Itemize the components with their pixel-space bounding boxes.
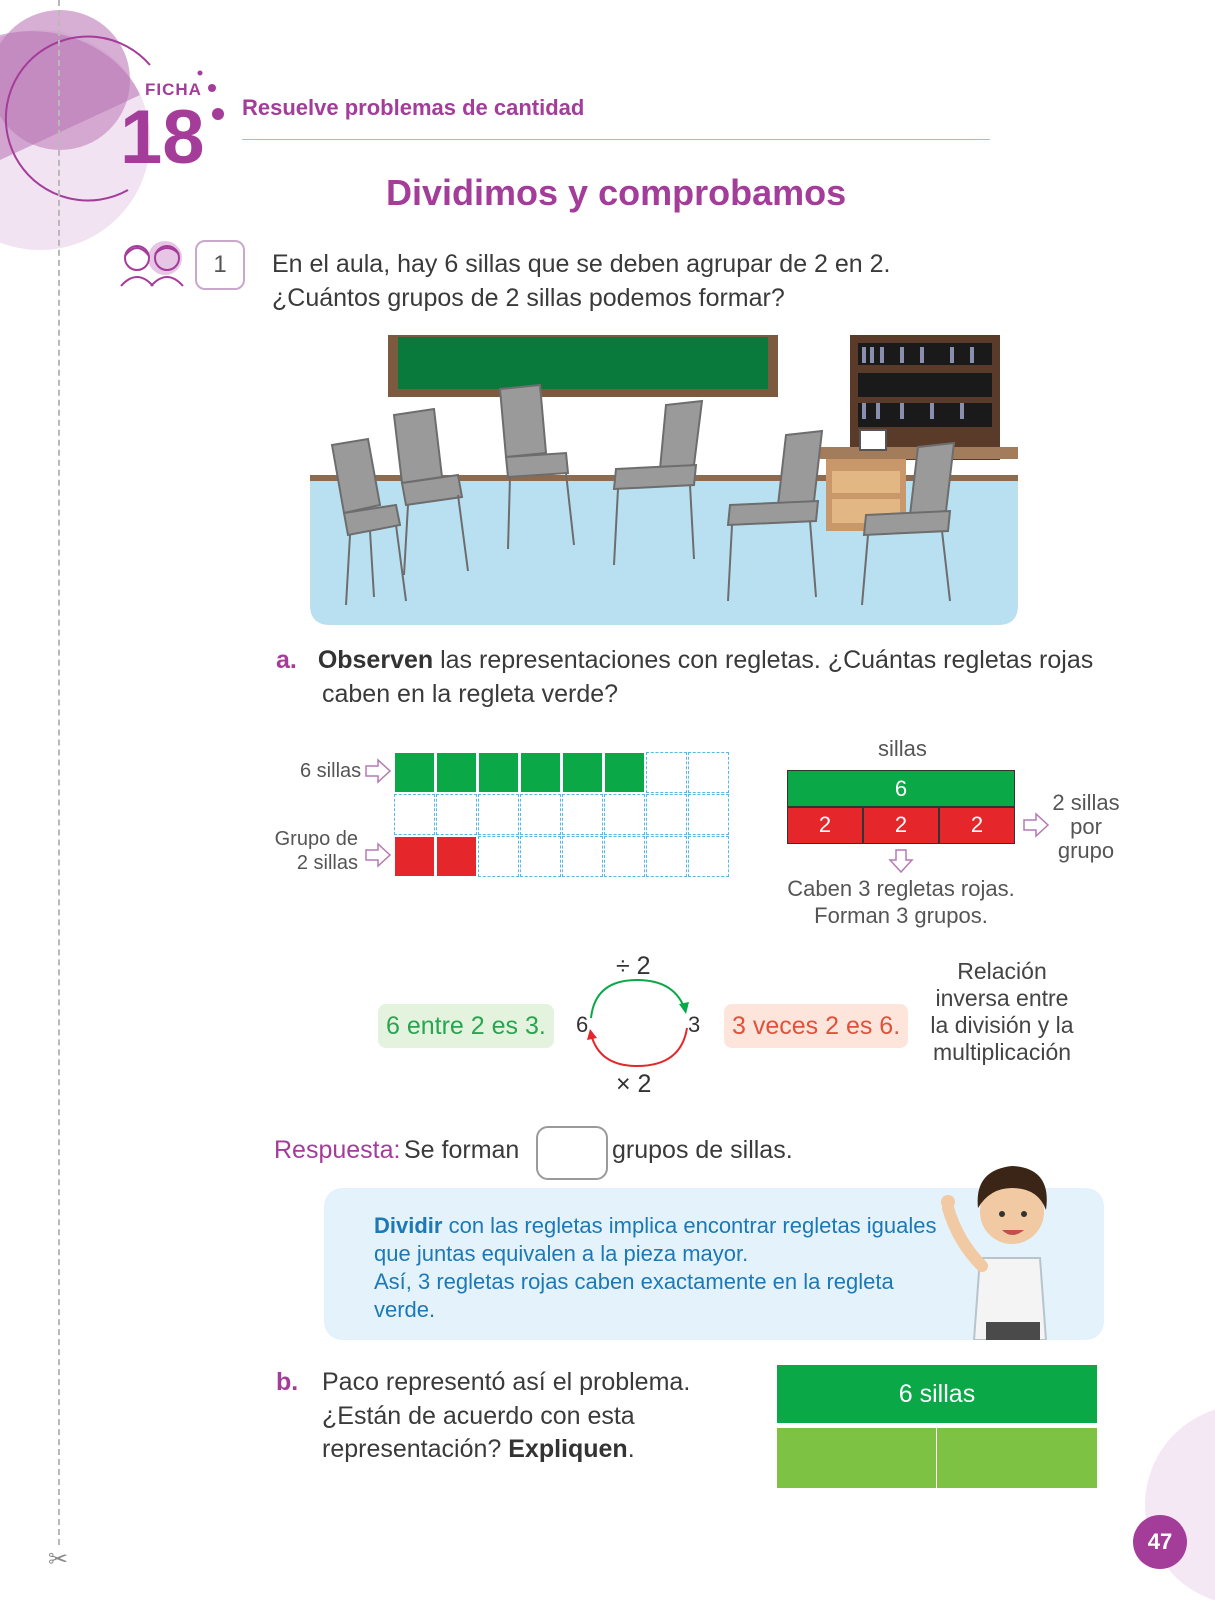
bottom-right-decoration (1145, 1409, 1215, 1600)
grid-cell-empty (646, 752, 687, 793)
arrow-right-icon (1023, 812, 1050, 838)
paco-green-bar: 6 sillas (777, 1365, 1097, 1423)
red-bar-value: 2 (818, 812, 832, 837)
grid-cell-empty (604, 794, 645, 835)
hint-text: Dividir con las regletas implica encontr… (374, 1212, 944, 1324)
grid-cell-green (478, 752, 519, 793)
competency-label: Resuelve problemas de cantidad (242, 95, 585, 120)
page-number: 47 (1133, 1515, 1187, 1569)
grid-cell-empty (478, 836, 519, 877)
page-title: Dividimos y comprobamos (386, 172, 847, 213)
red-bar-value: 2 (894, 812, 908, 837)
left-number: 6 (576, 1012, 589, 1037)
grid-cell-empty (604, 836, 645, 877)
part-a-line-1: a. Observen las representaciones con reg… (276, 644, 1093, 677)
corner-decoration (0, 10, 224, 250)
part-a-letter: a. (276, 646, 297, 674)
multiplication-sentence: 3 veces 2 es 6. (724, 1004, 909, 1048)
answer-before: Se forman (404, 1136, 520, 1164)
header-divider (242, 139, 990, 140)
grid-cell-green (562, 752, 603, 793)
red-bar-1: 2 (787, 807, 863, 844)
grid-label-top: 6 sillas (300, 760, 362, 782)
part-a-text: las representaciones con regletas. ¿Cuán… (433, 646, 1094, 674)
grid-cell-green (604, 752, 645, 793)
hint-line-2: que juntas equivalen a la pieza mayor. (374, 1241, 749, 1266)
answer-label: Respuesta: (274, 1136, 401, 1164)
right-number: 3 (688, 1012, 701, 1037)
grid-cell-empty (646, 836, 687, 877)
hint-bold: Dividir (374, 1213, 443, 1238)
top-operator: ÷ 2 (616, 952, 651, 980)
grid-cell-empty (688, 752, 729, 793)
paco-bar-label: 6 sillas (898, 1380, 976, 1408)
pair-work-icon (120, 241, 184, 287)
arrow-right-icon (365, 758, 392, 784)
cut-line (58, 0, 60, 1545)
green-bar: 6 (787, 770, 1015, 807)
grid-cell-empty (562, 836, 603, 877)
classroom-illustration (310, 335, 1018, 625)
grid-label-bottom-1: Grupo de (274, 828, 358, 850)
grid-cell-empty (520, 794, 561, 835)
part-b-line-2: ¿Están de acuerdo con esta (322, 1402, 635, 1430)
grid-label-bottom-2: 2 sillas (296, 852, 358, 874)
answer-after: grupos de sillas. (612, 1136, 793, 1164)
division-sentence: 6 entre 2 es 3. (378, 1004, 554, 1048)
grid-cell-empty (520, 836, 561, 877)
grid-cell-empty (688, 794, 729, 835)
arrow-right-icon (365, 842, 392, 868)
part-b-line-1: Paco representó así el problema. (322, 1368, 691, 1396)
relation-note-1: Relación (957, 958, 1047, 984)
paco-light-bar-2 (937, 1428, 1097, 1488)
bottom-operator: × 2 (616, 1070, 652, 1098)
hint-line-3: Así, 3 regletas rojas caben exactamente … (374, 1269, 894, 1294)
red-bar-value: 2 (970, 812, 984, 837)
grid-regletas (394, 752, 730, 878)
grid-cell-empty (478, 794, 519, 835)
part-b-bold: Expliquen (508, 1435, 628, 1463)
hint-line-1: con las regletas implica encontrar regle… (442, 1213, 937, 1238)
part-b-line-3: representación? Expliquen. (322, 1433, 635, 1466)
bar-caption-1: Caben 3 regletas rojas. (787, 876, 1015, 901)
part-a-bold: Observen (317, 646, 434, 674)
grid-cell-red (394, 836, 435, 877)
relation-note-4: multiplicación (932, 1039, 1072, 1065)
grid-cell-empty (688, 836, 729, 877)
answer-input-box[interactable] (536, 1126, 608, 1180)
side-label-2: por (1070, 814, 1102, 839)
hint-line-4: verde. (374, 1297, 436, 1322)
question-number: 1 (195, 240, 245, 290)
grid-cell-green (436, 752, 477, 793)
part-b-period: . (627, 1435, 635, 1463)
grid-cell-empty (562, 794, 603, 835)
grid-cell-red (436, 836, 477, 877)
cycle-arrows (587, 978, 689, 1068)
grid-cell-empty (646, 794, 687, 835)
grid-cell-empty (436, 794, 477, 835)
question-line-2: ¿Cuántos grupos de 2 sillas podemos form… (272, 284, 785, 312)
side-label-1: 2 sillas (1052, 790, 1120, 815)
ficha-label: FICHA (145, 80, 202, 99)
part-a-line-2: caben en la regleta verde? (322, 680, 619, 708)
scissors-icon: ✂ (48, 1546, 69, 1573)
arrow-down-icon (888, 849, 914, 874)
ficha-number: 18 (120, 95, 205, 180)
grid-cell-green (520, 752, 561, 793)
bar-caption-2: Forman 3 grupos. (814, 903, 988, 928)
part-b-line-3-text: representación? (322, 1435, 509, 1463)
relation-note-3: la división y la (930, 1012, 1074, 1038)
relation-note-2: inversa entre (935, 985, 1069, 1011)
boy-character (941, 1166, 1048, 1340)
grid-cell-empty (394, 794, 435, 835)
red-bar-2: 2 (863, 807, 939, 844)
side-label-3: grupo (1057, 838, 1115, 863)
paco-light-bar-1 (777, 1428, 937, 1488)
question-line-1: En el aula, hay 6 sillas que se deben ag… (272, 250, 891, 278)
bar-top-label: sillas (878, 736, 927, 761)
grid-cell-green (394, 752, 435, 793)
green-bar-value: 6 (894, 776, 908, 801)
red-bar-3: 2 (939, 807, 1015, 844)
part-b-letter: b. (276, 1368, 299, 1396)
